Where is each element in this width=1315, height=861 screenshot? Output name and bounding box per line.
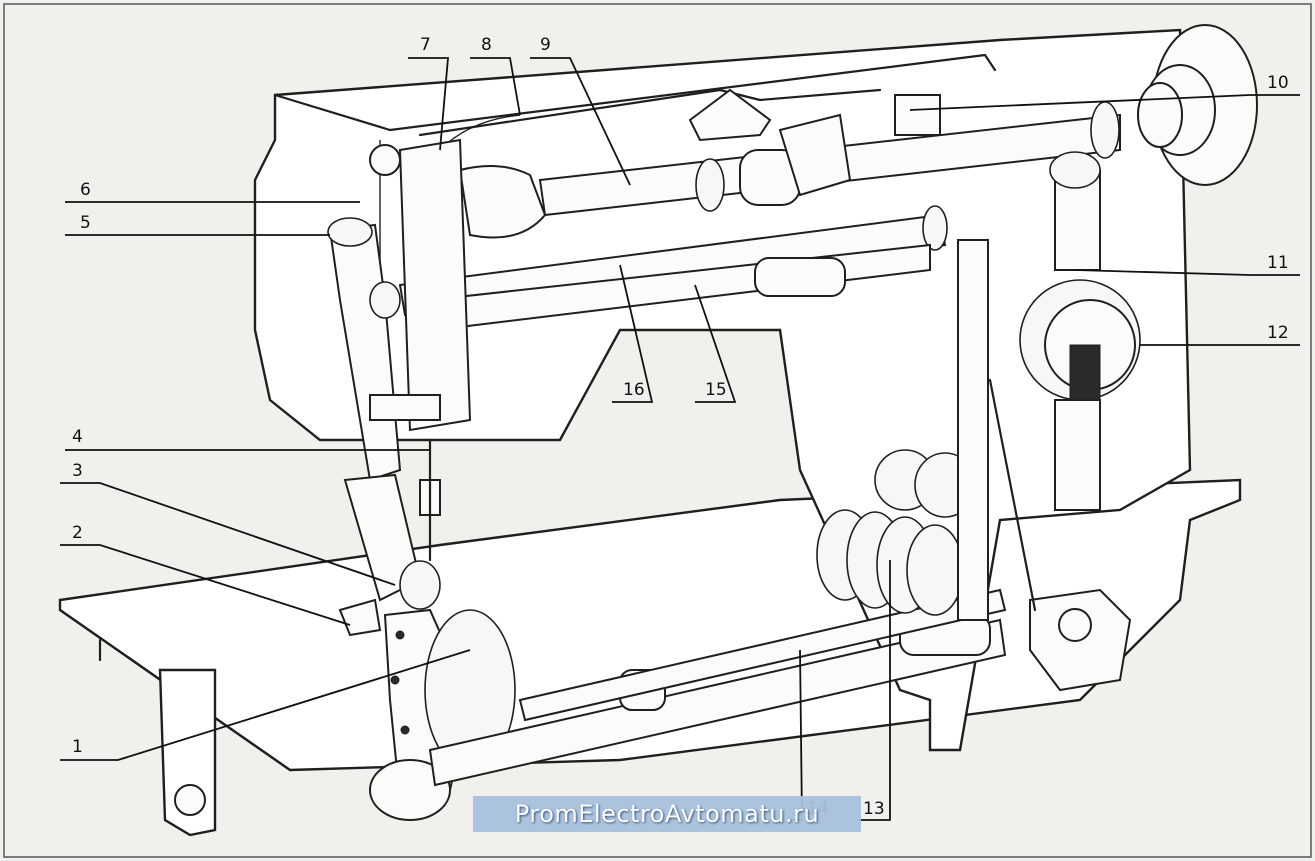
- label-4: 4: [72, 427, 83, 447]
- leader-1: [60, 649, 471, 761]
- label-15: 15: [705, 380, 727, 400]
- leader-10: [909, 94, 1300, 111]
- label-7: 7: [420, 35, 431, 55]
- label-13: 13: [863, 799, 885, 819]
- needle-bar-assembly: [327, 138, 472, 562]
- leader-9: [530, 57, 631, 186]
- label-3: 3: [72, 461, 83, 481]
- label-8: 8: [481, 35, 492, 55]
- vertical-drive: [957, 151, 1141, 692]
- leader-8: [470, 57, 521, 116]
- label-16: 16: [623, 380, 645, 400]
- watermark-banner: PromElectroAvtomatu.ru: [473, 796, 861, 832]
- label-2: 2: [72, 523, 83, 543]
- leader-15: [694, 284, 737, 403]
- hook-drive: [369, 608, 516, 821]
- leader-3: [60, 482, 396, 586]
- label-9: 9: [540, 35, 551, 55]
- leader-7: [408, 57, 449, 151]
- label-11: 11: [1267, 253, 1289, 273]
- label-10: 10: [1267, 73, 1289, 93]
- label-1: 1: [72, 737, 83, 757]
- leader-2: [60, 544, 351, 626]
- leader-13: [858, 560, 891, 821]
- lower-linkage: [338, 473, 441, 637]
- label-12: 12: [1267, 323, 1289, 343]
- gear-cluster: [816, 449, 976, 616]
- leader-11: [1074, 269, 1300, 276]
- thread-guides: [418, 88, 941, 197]
- label-6: 6: [80, 180, 91, 200]
- lower-shaft-2: [518, 588, 1007, 722]
- page-border: [3, 3, 1312, 858]
- label-5: 5: [80, 213, 91, 233]
- leader-16: [612, 264, 654, 403]
